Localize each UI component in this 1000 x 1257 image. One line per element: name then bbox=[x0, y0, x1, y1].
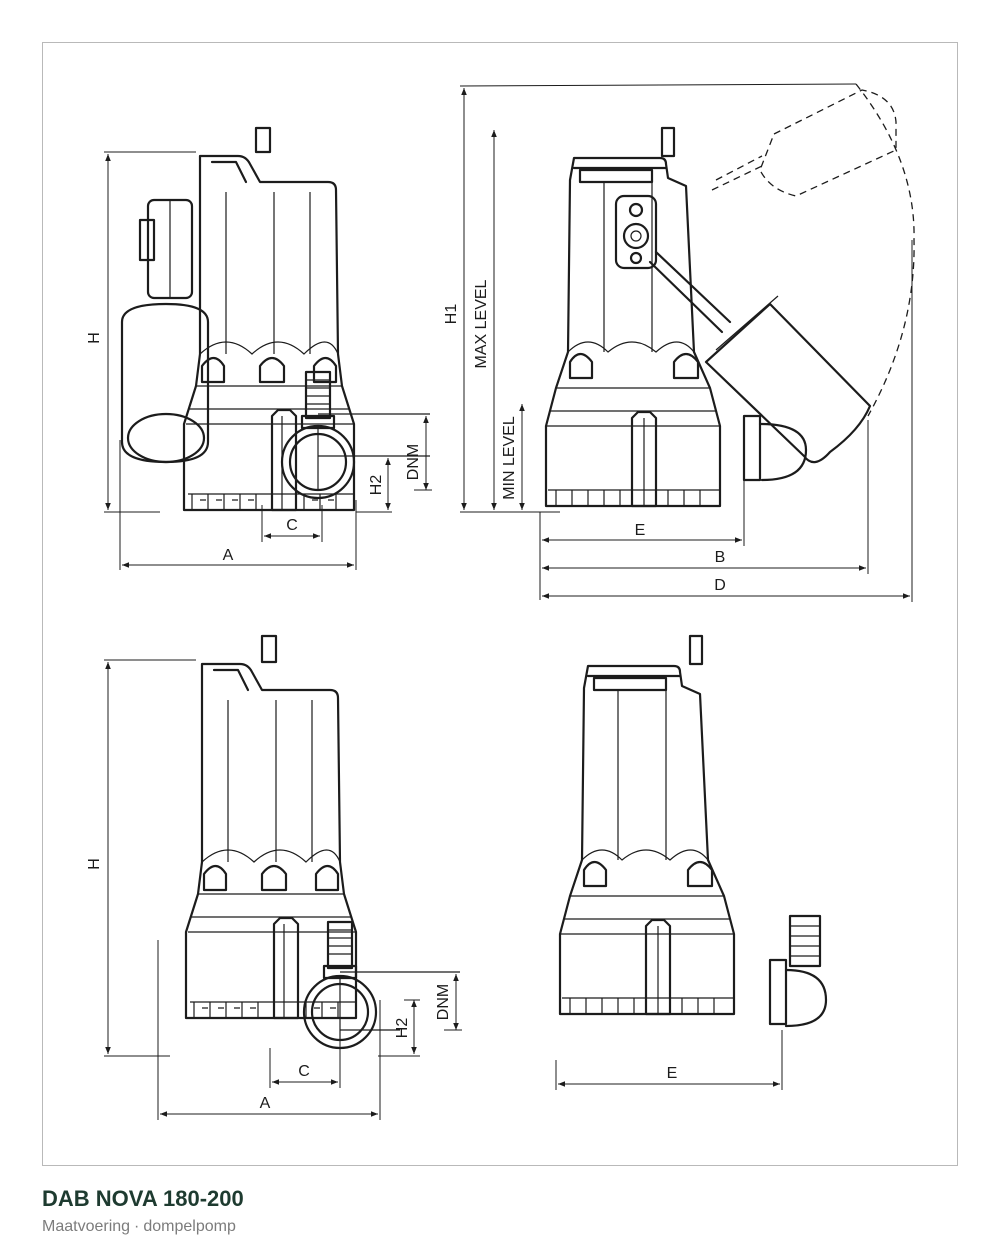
handle-pin-icon bbox=[260, 634, 278, 664]
handle-pin-icon bbox=[660, 126, 676, 158]
subtitle-separator: · bbox=[134, 1218, 140, 1235]
dim-D-label: D bbox=[714, 577, 726, 594]
dim-H-label: H bbox=[86, 332, 103, 344]
subtitle-left: Maatvoering bbox=[42, 1218, 131, 1235]
float-lowered-icon bbox=[648, 250, 872, 464]
dim-H-label: H bbox=[86, 858, 103, 870]
control-panel-icon bbox=[614, 194, 658, 270]
view-front-with-float: H A C H2 DNM bbox=[86, 126, 432, 570]
dim-A-label: A bbox=[260, 1095, 271, 1112]
float-switch-icon bbox=[120, 198, 210, 464]
dim-DNM-label: DNM bbox=[435, 984, 452, 1020]
dim-H1-label: H1 bbox=[443, 304, 460, 325]
view-side-with-float: H1 MAX LEVEL MIN LEVEL E B D bbox=[443, 83, 915, 602]
page-subtitle: Maatvoering·dompelpomp bbox=[42, 1218, 236, 1236]
outlet-hose-icon bbox=[768, 914, 828, 1028]
handle-pin-icon bbox=[254, 126, 272, 154]
dim-DNM-label: DNM bbox=[405, 444, 422, 480]
dim-H2-label: H2 bbox=[368, 475, 385, 496]
float-raised-icon bbox=[711, 83, 915, 417]
dim-C-label: C bbox=[298, 1063, 310, 1080]
outlet-flange-icon bbox=[742, 414, 762, 482]
dim-min-level-label: MIN LEVEL bbox=[501, 416, 518, 500]
dim-max-level-label: MAX LEVEL bbox=[473, 279, 490, 368]
view-front: H A C H2 DNM bbox=[86, 634, 462, 1120]
dim-A-label: A bbox=[223, 547, 234, 564]
technical-drawing: H A C H2 DNM bbox=[86, 83, 915, 1120]
handle-pin-icon bbox=[688, 634, 704, 666]
dim-B-label: B bbox=[715, 549, 726, 566]
drawing-frame bbox=[42, 42, 958, 1166]
dim-C-label: C bbox=[286, 517, 298, 534]
page-title: DAB NOVA 180-200 bbox=[42, 1186, 244, 1211]
outlet-elbow-icon bbox=[758, 422, 808, 482]
view-side: E bbox=[555, 634, 828, 1090]
dim-H2-label: H2 bbox=[394, 1018, 411, 1039]
dim-E-label: E bbox=[667, 1065, 678, 1082]
dim-E-label: E bbox=[635, 522, 646, 539]
subtitle-right: dompelpomp bbox=[143, 1218, 236, 1235]
